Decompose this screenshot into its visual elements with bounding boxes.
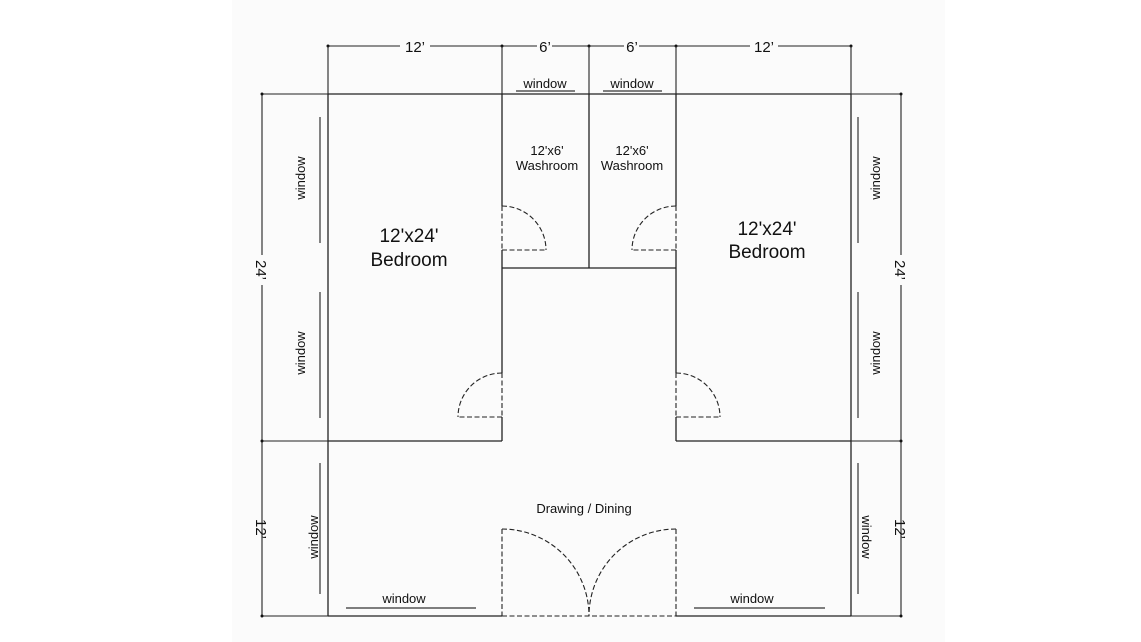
- doors: [457, 205, 721, 617]
- right-dimension: 24’ 12’: [851, 92, 908, 618]
- window-drawing-bottom-right-label: window: [729, 591, 774, 606]
- window-washroom-right-label: window: [609, 76, 654, 91]
- dim-top-3: 6’: [626, 39, 638, 56]
- door-bedroom-left: [457, 372, 503, 418]
- door-main-double: [501, 528, 677, 617]
- door-washroom-right: [631, 205, 677, 251]
- bedroom-left-size: 12'x24': [379, 226, 438, 247]
- bedroom-right-name: Bedroom: [728, 242, 805, 263]
- window-bedroom-right-lower-label: window: [868, 331, 883, 376]
- bedroom-left-name: Bedroom: [370, 250, 447, 271]
- windows: window window window window window windo…: [293, 76, 883, 609]
- left-dimension: 24’ 12’: [252, 92, 328, 618]
- washroom-left-size: 12'x6': [530, 143, 563, 158]
- door-washroom-left: [501, 205, 547, 251]
- dim-top-4: 12’: [754, 39, 774, 56]
- dim-right-lower: 12’: [891, 519, 908, 539]
- washroom-left-name: Washroom: [516, 158, 578, 173]
- dim-top-2: 6’: [539, 39, 551, 56]
- room-labels: 12'x24' Bedroom 12'x6' Washroom 12'x6' W…: [370, 143, 805, 516]
- dim-left-upper: 24’: [252, 260, 269, 280]
- door-bedroom-right: [675, 372, 721, 418]
- window-bedroom-left-lower-label: window: [293, 331, 308, 376]
- dim-right-upper: 24’: [891, 260, 908, 280]
- dim-top-1: 12’: [405, 39, 425, 56]
- washroom-right-name: Washroom: [601, 158, 663, 173]
- washroom-right-size: 12'x6': [615, 143, 648, 158]
- bedroom-right-size: 12'x24': [737, 219, 796, 240]
- window-drawing-right-label: window: [859, 514, 874, 559]
- window-drawing-bottom-left-label: window: [381, 591, 426, 606]
- window-washroom-left-label: window: [522, 76, 567, 91]
- window-bedroom-right-upper-label: window: [868, 156, 883, 201]
- window-drawing-left-label: window: [306, 515, 321, 560]
- walls: [327, 93, 852, 617]
- window-bedroom-left-upper-label: window: [293, 156, 308, 201]
- top-dimension: 12’ 6’ 6’ 12’: [326, 39, 853, 94]
- drawing-room-name: Drawing / Dining: [536, 501, 631, 516]
- dim-left-lower: 12’: [252, 519, 269, 539]
